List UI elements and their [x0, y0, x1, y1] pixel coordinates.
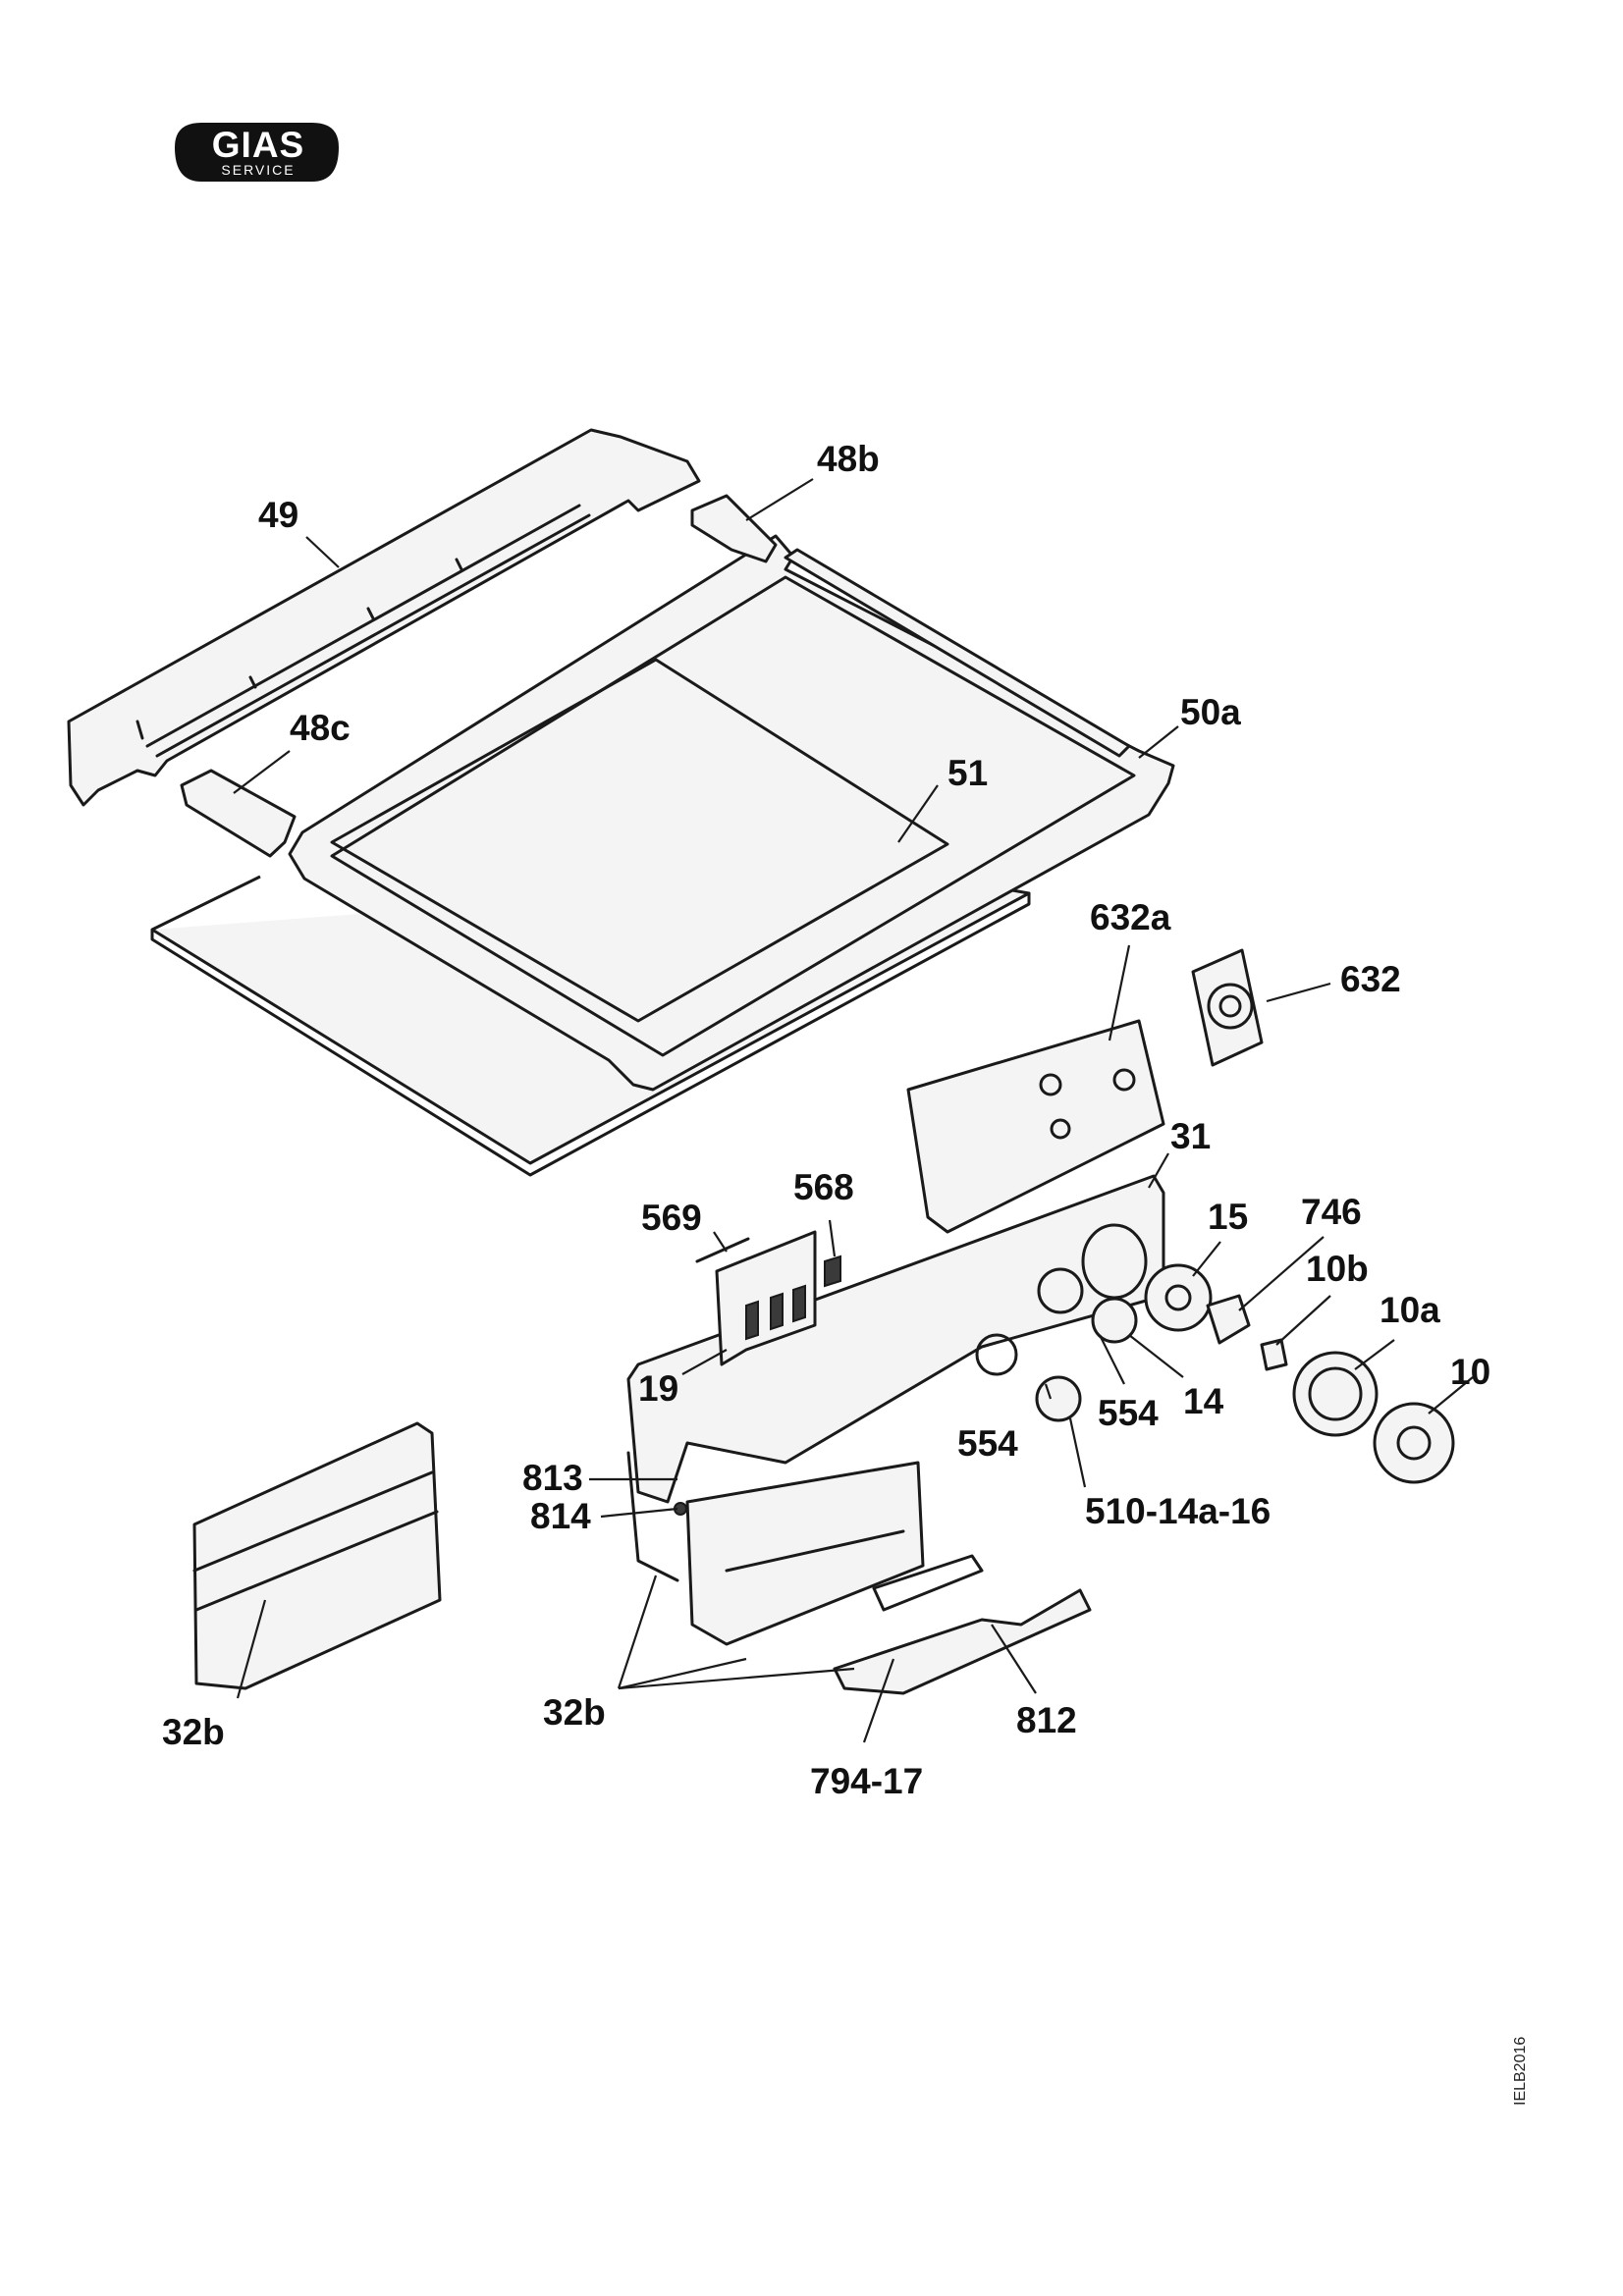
bracket-632 [1191, 948, 1264, 1067]
coupler-746 [1206, 1294, 1251, 1345]
logo-brand: GIAS [212, 125, 304, 165]
knob-15 [1144, 1263, 1213, 1332]
callout-48b: 48b [817, 439, 880, 479]
knob-14 [1091, 1297, 1138, 1344]
callout-746: 746 [1301, 1192, 1362, 1232]
gias-service-logo: GIAS SERVICE [175, 123, 339, 182]
callout-10b: 10b [1306, 1249, 1369, 1289]
spring-568 [824, 1255, 841, 1288]
callout-812: 812 [1016, 1700, 1077, 1740]
callout-50a: 50a [1180, 692, 1241, 732]
callout-14: 14 [1183, 1381, 1224, 1421]
callout-15: 15 [1208, 1197, 1248, 1237]
front-panel-32b-left [192, 1421, 442, 1690]
callout-814: 814 [530, 1496, 591, 1536]
knob-510 [1035, 1375, 1082, 1422]
top-frame-50a [288, 534, 1175, 1092]
callout-813: 813 [522, 1458, 583, 1498]
callout-554-right: 554 [1098, 1393, 1159, 1433]
callout-48c: 48c [290, 708, 351, 748]
callout-32b-middle: 32b [543, 1692, 606, 1733]
end-cap-48b [690, 494, 778, 563]
switch-block-19 [715, 1230, 817, 1366]
callout-labels: 49 48b 48c 50a 51 632a 632 31 569 568 15… [162, 439, 1490, 1801]
callout-569: 569 [641, 1198, 702, 1238]
callout-10: 10 [1450, 1352, 1490, 1392]
callout-568: 568 [793, 1167, 854, 1207]
callout-10a: 10a [1380, 1290, 1440, 1330]
top-panel-51 [330, 658, 949, 1023]
callout-794-17: 794-17 [810, 1761, 923, 1801]
leader-lines [233, 478, 1474, 1743]
knob-10 [1373, 1402, 1455, 1484]
callout-632: 632 [1340, 959, 1401, 999]
callout-51: 51 [947, 753, 988, 793]
end-cap-48c [180, 769, 297, 858]
control-panel-assembly [626, 948, 1455, 1695]
rod-569 [695, 1237, 750, 1263]
document-code: IELB2016 [1512, 2037, 1529, 2106]
callout-554-left: 554 [957, 1423, 1018, 1464]
pcb-632a [906, 1019, 1165, 1234]
callout-49: 49 [258, 495, 298, 535]
callout-510-14a-16: 510-14a-16 [1085, 1491, 1271, 1531]
callout-632a: 632a [1090, 897, 1171, 937]
spindle-10b [1260, 1338, 1288, 1371]
callout-19: 19 [638, 1368, 678, 1409]
filter-lid-812 [833, 1588, 1092, 1695]
worktop-assembly [67, 428, 1175, 1177]
logo-tagline: SERVICE [221, 162, 295, 178]
fascia-31 [626, 1174, 1165, 1504]
callout-31: 31 [1170, 1116, 1211, 1156]
callout-32b-left: 32b [162, 1712, 225, 1752]
rear-rail-49 [67, 428, 701, 807]
ring-10a [1292, 1351, 1379, 1437]
clip-813 [626, 1451, 679, 1582]
